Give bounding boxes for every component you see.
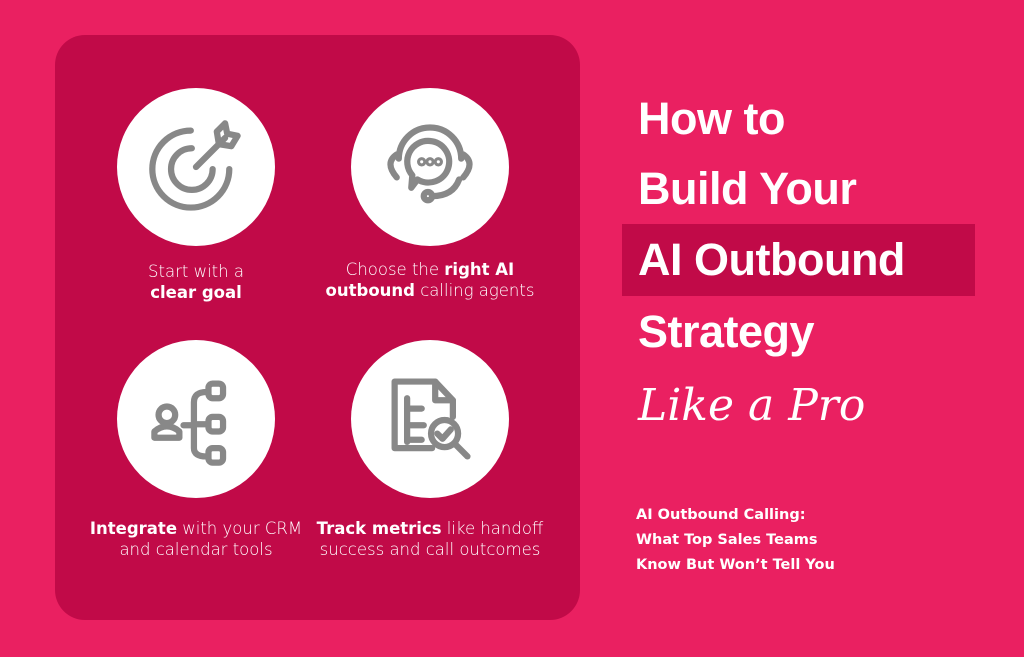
headset-chat-icon [387,124,473,204]
step-4-text-end: like handoff success and call outcomes [319,519,544,559]
user-hierarchy-icon [151,380,227,466]
step-1-circle [117,88,275,246]
step-4-circle [351,340,509,498]
title-line-5: Like a Pro [638,380,866,431]
step-1-caption: Start with a clear goal [76,261,316,303]
step-4-caption: Track metrics like handoff success and c… [310,518,550,560]
title-line-4: Strategy [638,306,815,357]
subtitle-line-1: AI Outbound Calling: [636,507,806,523]
step-3-bold: Integrate [89,519,178,538]
title-line-3: AI Outbound [638,234,905,285]
step-1-text: Start with a [148,262,244,281]
step-3-text-end: with your CRM and calendar tools [119,519,303,559]
step-2-text-end: calling agents [414,281,535,300]
step-3-circle [117,340,275,498]
subtitle-line-2: What Top Sales Teams [636,532,818,548]
subtitle: AI Outbound Calling: What Top Sales Team… [636,503,835,578]
step-4-bold: Track metrics [316,519,442,538]
step-2-circle [351,88,509,246]
target-arrow-icon [149,120,241,211]
step-3-caption: Integrate with your CRM and calendar too… [76,518,316,560]
step-1-bold: clear goal [150,283,242,302]
subtitle-line-3: Know But Won’t Tell You [636,557,835,573]
document-search-check-icon [391,378,471,460]
title-line-2: Build Your [638,163,857,214]
title-line-1: How to [638,93,785,144]
title-highlight [622,224,975,296]
step-2-bold: right AI outbound [325,260,515,300]
step-2-text: Choose the [345,260,445,279]
step-2-caption: Choose the right AI outbound calling age… [310,259,550,301]
